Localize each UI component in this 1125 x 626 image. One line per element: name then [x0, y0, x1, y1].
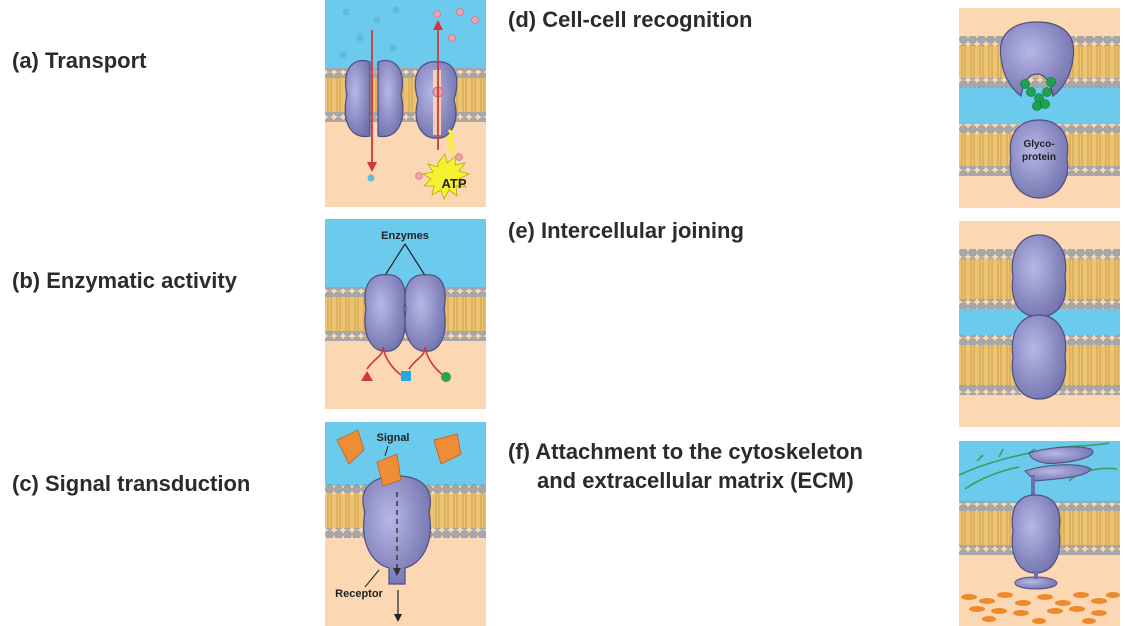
- label-enzymatic-activity: (b) Enzymatic activity: [12, 268, 237, 293]
- label-attachment-line1: (f) Attachment to the cytoskeleton: [508, 439, 863, 464]
- substrate-molecule: [361, 371, 373, 381]
- label-intercellular-joining: (e) Intercellular joining: [508, 218, 744, 243]
- receptor-label: Receptor: [335, 588, 383, 600]
- glycan-chain: [1020, 77, 1056, 111]
- transport-arrows: [371, 28, 439, 165]
- glycoprotein-label-line1: Glyco-: [1023, 139, 1054, 150]
- channel-protein: [344, 59, 371, 138]
- glycoprotein: [1009, 119, 1069, 199]
- panel-cell-cell-recognition: Glyco- protein: [959, 8, 1120, 208]
- junction-protein-upper: [1011, 234, 1067, 318]
- ecm-protein: [1028, 446, 1094, 464]
- solute-molecules: [339, 6, 400, 182]
- intermediate-molecule: [401, 371, 411, 381]
- integrin-protein: [1011, 494, 1061, 574]
- junction-protein-lower: [1011, 314, 1067, 400]
- signal-molecule: [336, 429, 365, 465]
- recognition-protein: [999, 21, 1075, 98]
- panel-signal-transduction: Signal Receptor: [325, 422, 486, 626]
- atp-label: ATP: [441, 176, 466, 191]
- cytoskeleton-filaments: [961, 592, 1120, 624]
- label-cell-cell-recognition: (d) Cell-cell recognition: [508, 7, 753, 32]
- label-attachment-line2: and extracellular matrix (ECM): [537, 468, 854, 493]
- enzyme-protein-left: [364, 274, 406, 352]
- enzyme-protein-right: [404, 274, 446, 352]
- reaction-arrows: [366, 346, 444, 376]
- product-molecule: [441, 372, 451, 382]
- panel-transport: ATP: [325, 0, 486, 207]
- panel-enzymatic-activity: Enzymes: [325, 219, 486, 409]
- enzymes-label: Enzymes: [381, 230, 429, 242]
- panel-attachment-ecm: [959, 441, 1120, 626]
- signal-label: Signal: [376, 432, 409, 444]
- atp-burst: [421, 153, 471, 200]
- label-signal-transduction: (c) Signal transduction: [12, 471, 251, 496]
- label-transport: (a) Transport: [12, 48, 147, 73]
- panel-intercellular-joining: [959, 221, 1120, 427]
- glycoprotein-label-line2: protein: [1022, 152, 1056, 163]
